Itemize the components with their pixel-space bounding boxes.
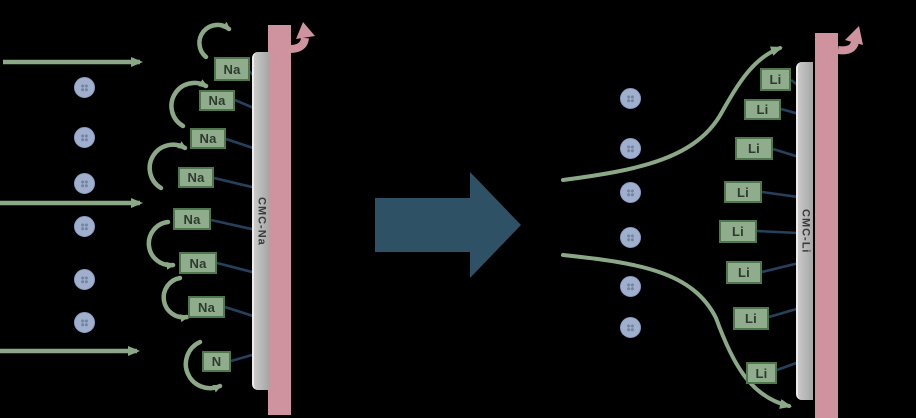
li-box-label: Li	[769, 72, 782, 87]
na-box: Na	[178, 167, 214, 188]
right-electrode-exit-arrow	[837, 26, 863, 55]
na-box-label: Na	[223, 61, 241, 77]
na-box: Na	[179, 252, 217, 274]
ion-circle	[620, 138, 641, 159]
na-box-label: Na	[183, 211, 201, 227]
right-electrode-bar	[815, 33, 838, 418]
cmc-li-layer: CMC-Li	[796, 62, 813, 400]
ion-circle	[74, 77, 95, 98]
cmc-na-layer: CMC-Na	[252, 52, 269, 390]
li-box-label: Li	[738, 265, 750, 280]
ion-circle	[620, 227, 641, 248]
na-box: Na	[199, 90, 235, 111]
na-box: Na	[214, 57, 250, 81]
ion-circle	[74, 216, 95, 237]
ion-circle	[74, 173, 95, 194]
li-box: Li	[746, 362, 777, 384]
ion-circle	[74, 127, 95, 148]
na-box-label: Na	[197, 299, 216, 315]
li-box: Li	[719, 220, 757, 243]
li-box-label: Li	[755, 365, 768, 381]
na-box-label: Na	[187, 170, 205, 185]
left-release-arc-arrows	[146, 21, 232, 393]
li-box: Li	[733, 307, 769, 330]
ion-circle	[620, 182, 641, 203]
cmc-na-label: CMC-Na	[255, 196, 268, 246]
na-box-label: Na	[208, 93, 226, 108]
na-box: N	[202, 351, 231, 372]
left-electrode-bar	[268, 25, 291, 415]
na-box-label: N	[211, 354, 222, 369]
left-inflow-arrows	[0, 57, 143, 356]
transition-arrow	[375, 172, 521, 278]
left-connector-lines	[210, 70, 257, 363]
li-box: Li	[735, 137, 773, 160]
li-box-label: Li	[737, 184, 749, 200]
ion-circle	[74, 312, 95, 333]
li-box-label: Li	[756, 102, 769, 117]
ion-circle	[74, 269, 95, 290]
li-box-label: Li	[748, 141, 760, 156]
right-sweep-arrows	[561, 46, 792, 409]
ion-circle	[620, 317, 641, 338]
li-box: Li	[726, 261, 762, 284]
li-box: Li	[760, 68, 791, 91]
ion-circle	[620, 276, 641, 297]
na-box-label: Na	[189, 255, 207, 271]
na-box: Na	[190, 128, 226, 149]
cmc-li-label: CMC-Li	[799, 208, 812, 254]
left-electrode-exit-arrow	[289, 22, 315, 53]
na-box-label: Na	[199, 131, 217, 146]
li-box: Li	[744, 99, 781, 120]
right-connector-lines	[756, 78, 801, 372]
na-box: Na	[173, 208, 211, 230]
li-box: Li	[724, 181, 762, 203]
li-box-label: Li	[745, 311, 757, 326]
na-box: Na	[188, 296, 225, 318]
ion-circle	[620, 88, 641, 109]
li-box-label: Li	[732, 224, 744, 239]
